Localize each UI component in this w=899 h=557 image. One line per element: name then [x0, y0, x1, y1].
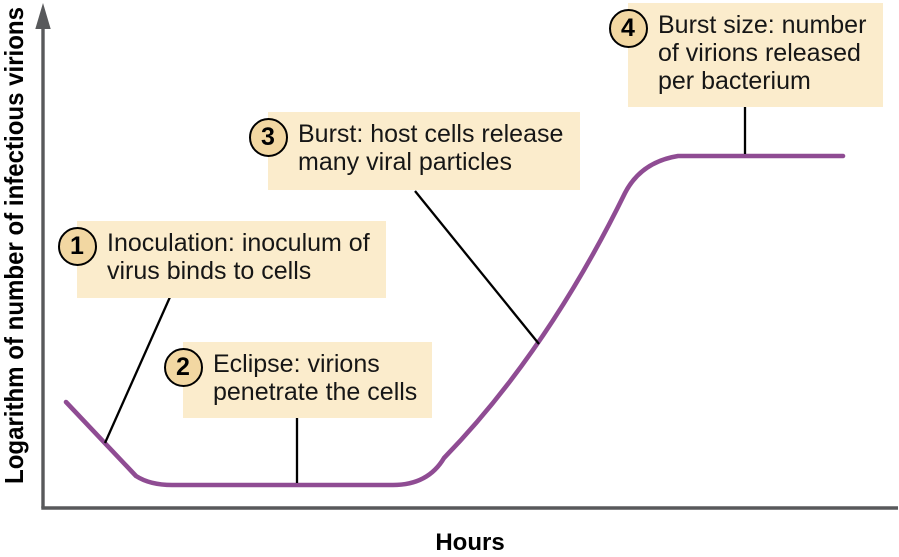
step-3-badge: 3: [248, 118, 288, 157]
callout-text-inoculation: Inoculation: inoculum of virus binds to …: [107, 229, 370, 285]
step-1-badge: 1: [57, 227, 97, 266]
leader-line-1: [103, 296, 172, 444]
x-axis-label: Hours: [435, 529, 505, 556]
y-axis-arrowhead: [35, 3, 51, 29]
callout-burst: 3 Burst: host cells release many viral p…: [248, 112, 580, 190]
step-4-badge: 4: [608, 9, 648, 48]
callout-text-burst-size: Burst size: number of virions released p…: [658, 11, 867, 95]
y-axis-label: Logarithm of number of infectious virion…: [0, 7, 29, 484]
growth-curve: [63, 153, 846, 488]
callout-text-burst: Burst: host cells release many viral par…: [298, 120, 564, 176]
step-2-badge: 2: [163, 348, 203, 387]
callout-eclipse: 2 Eclipse: virions penetrate the cells: [163, 342, 432, 418]
callout-text-eclipse: Eclipse: virions penetrate the cells: [213, 350, 418, 406]
leader-line-3: [414, 190, 540, 345]
callout-burst-size: 4 Burst size: number of virions released…: [608, 3, 883, 107]
callout-inoculation: 1 Inoculation: inoculum of virus binds t…: [57, 221, 386, 298]
